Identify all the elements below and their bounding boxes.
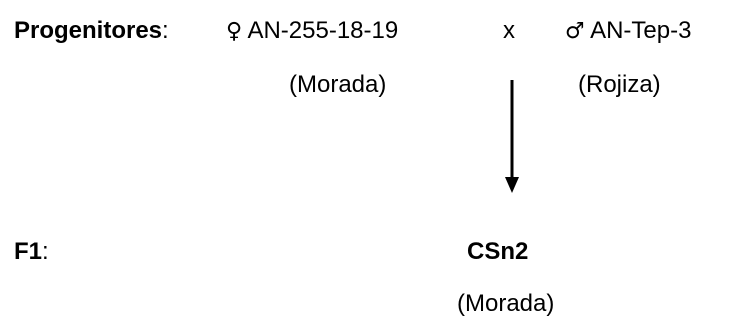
female-parent-color: (Morada) (289, 71, 387, 98)
arrow-head (505, 177, 519, 193)
f1-offspring-name: CSn2 (467, 240, 528, 264)
f1-label: F1 (14, 238, 43, 265)
f1-label-colon: : (42, 238, 49, 265)
cross-symbol: x (503, 17, 515, 44)
f1-heading: F1: (14, 240, 49, 264)
parents-label-colon: : (162, 17, 169, 44)
female-parent: ♀ AN-255-18-19 (226, 19, 398, 43)
f1-offspring-color: (Morada) (457, 290, 555, 317)
male-symbol-icon: ♂ (565, 19, 585, 44)
female-parent-name: AN-255-18-19 (247, 17, 399, 44)
f1-offspring-name-text: CSn2 (467, 238, 529, 265)
male-parent: ♂ AN-Tep-3 (565, 19, 691, 43)
male-parent-color: (Rojiza) (578, 71, 661, 98)
male-parent-name: AN-Tep-3 (590, 17, 692, 44)
parents-heading: Progenitores: (14, 19, 169, 43)
parents-label: Progenitores (14, 17, 163, 44)
female-symbol-icon: ♀ (226, 19, 243, 44)
